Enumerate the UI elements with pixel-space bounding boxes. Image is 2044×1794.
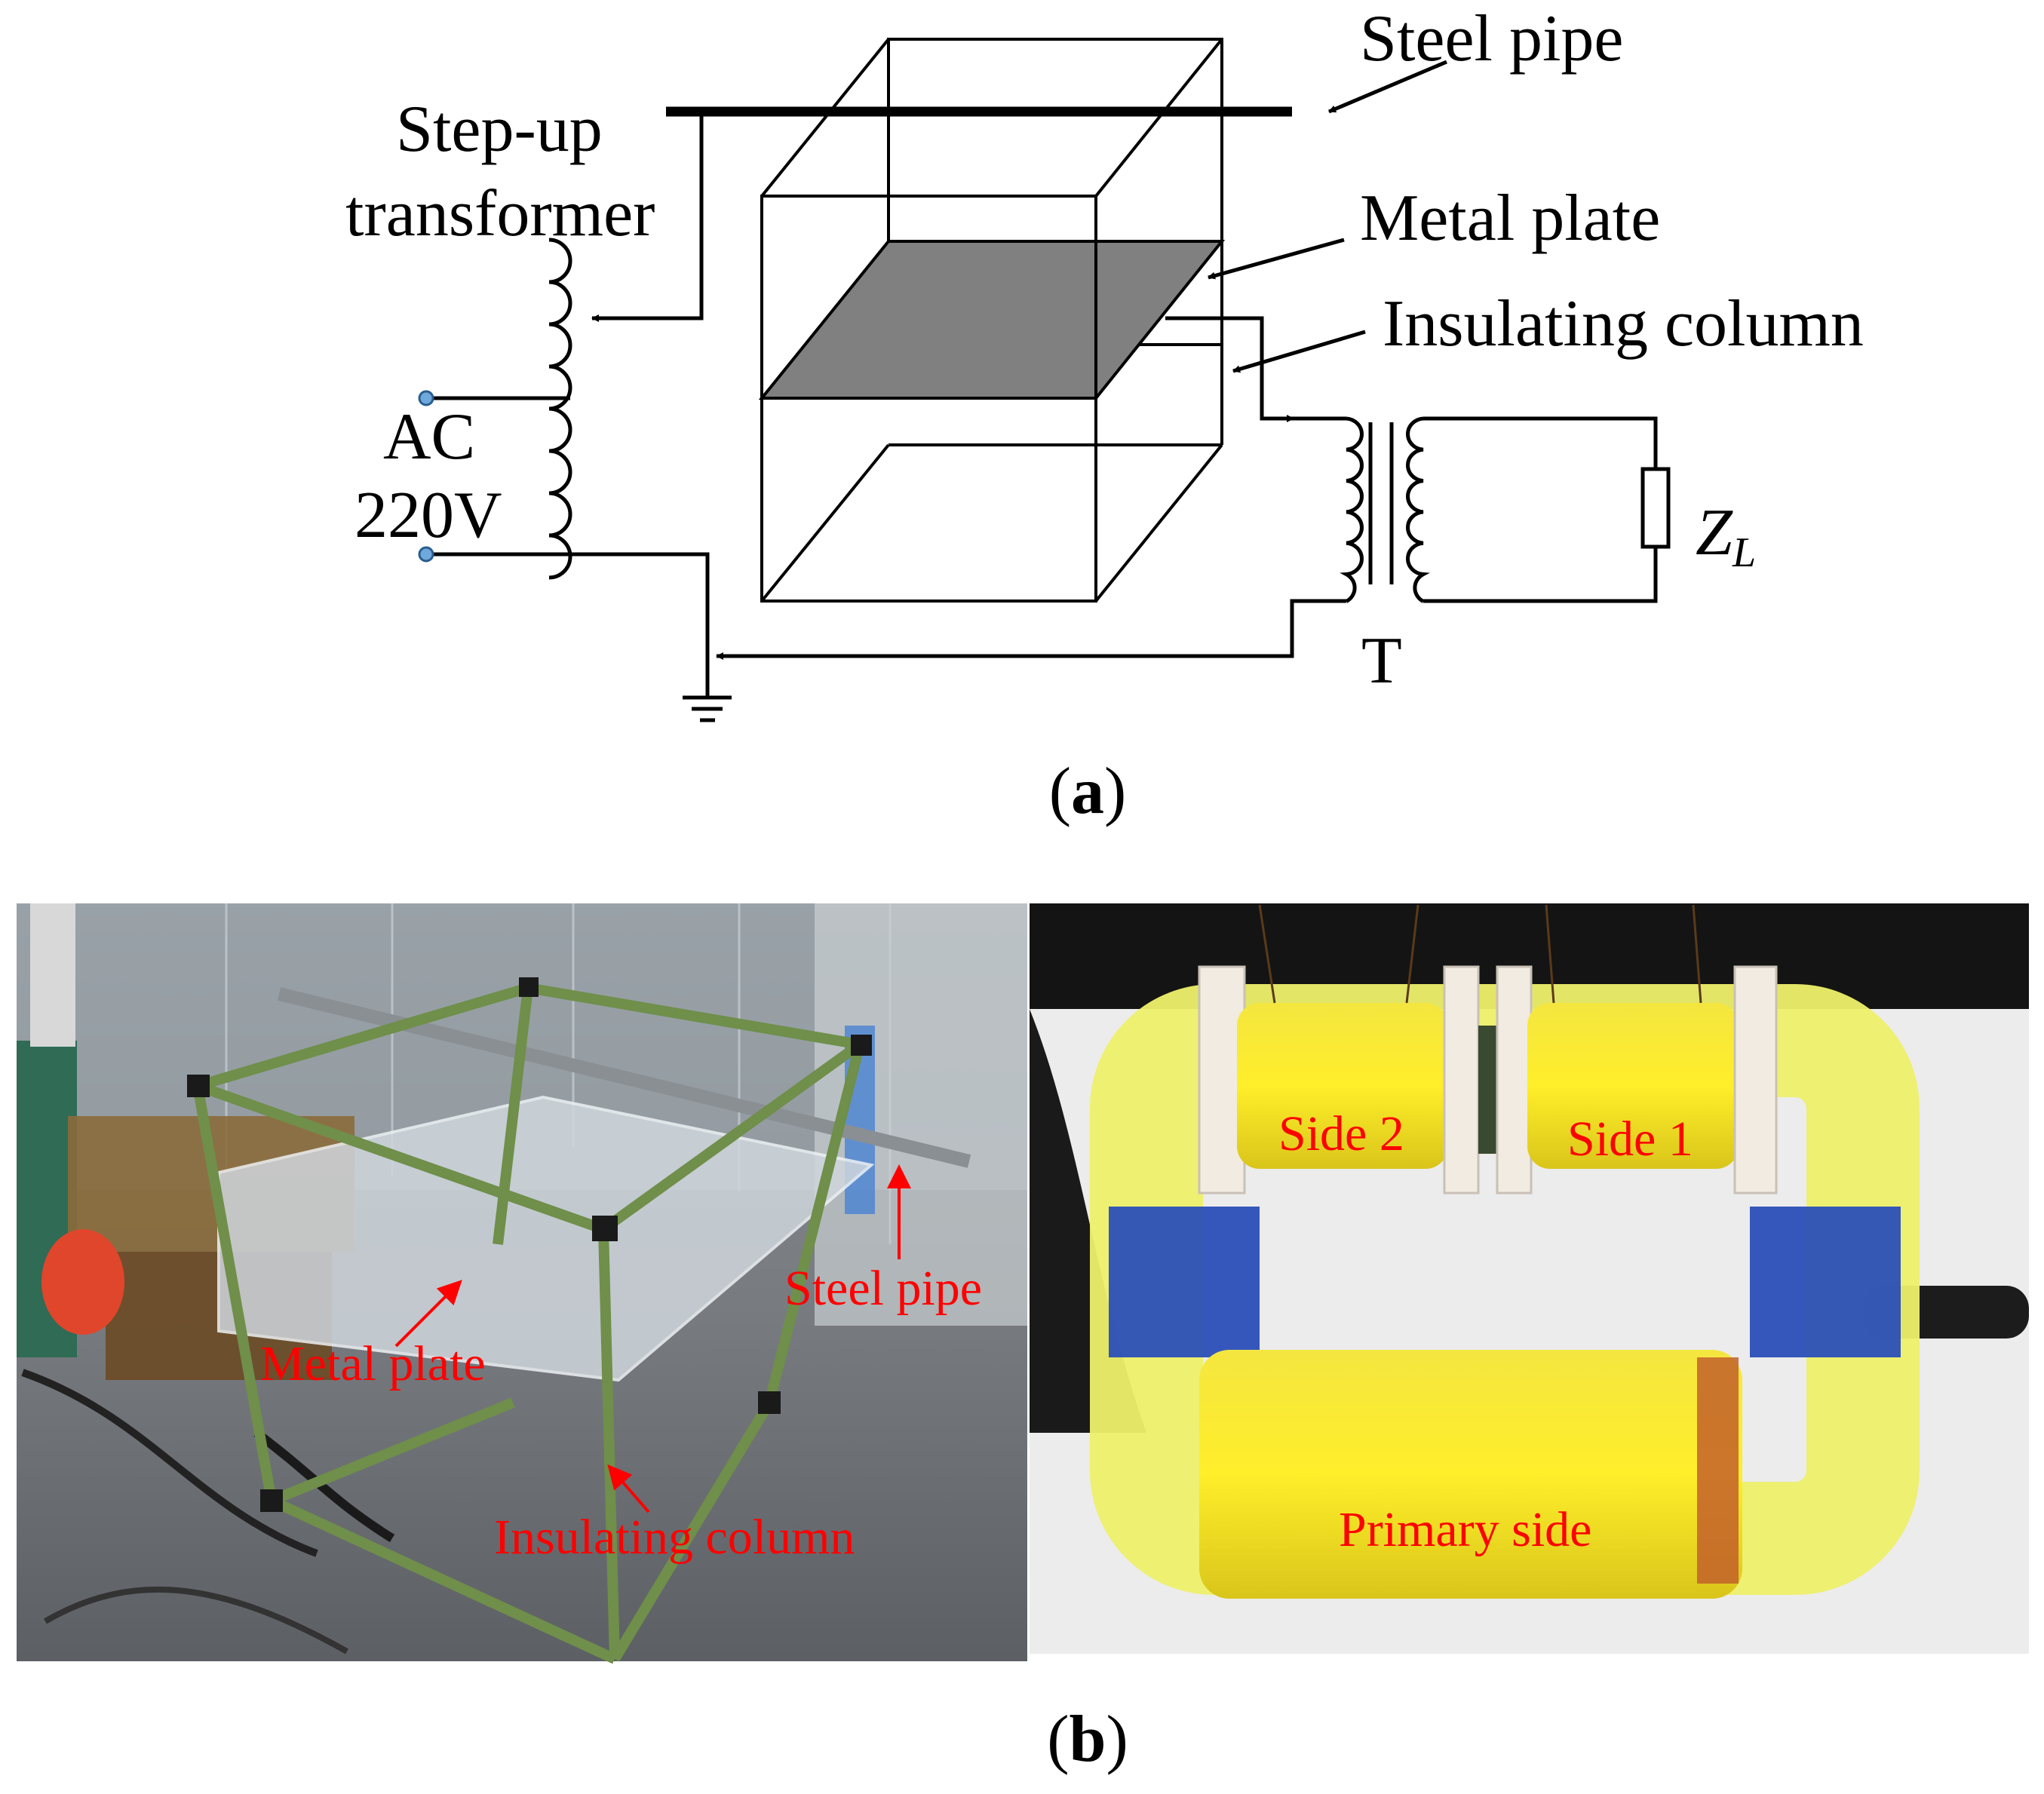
cube-edge-tr [1094, 38, 1223, 198]
t-secondary-coil [1406, 416, 1430, 603]
coil-to-ground-wire [549, 552, 710, 698]
load-bottom-wire [1423, 547, 1658, 603]
pipe-to-tap-wire [591, 112, 704, 322]
ac-terminal-upper [418, 390, 434, 406]
plate-to-t-wire [1165, 316, 1294, 422]
photo-metal-plate-label: Metal plate [260, 1336, 486, 1391]
photo-primary-label: Primary side [1339, 1502, 1591, 1557]
photo-insulating-column-arrow [607, 1464, 650, 1513]
steel-pipe-arrow [1328, 60, 1447, 114]
cube-edge-br [1094, 443, 1223, 603]
insulating-column-label: Insulating column [1383, 287, 1864, 360]
photo-steel-pipe [277, 987, 971, 1168]
cube-front-face [760, 195, 1097, 603]
schematic-diagram: Steel pipe Metal plate Insulating column [345, 2, 1864, 828]
load-resistor [1640, 467, 1671, 549]
t-return-wire [716, 599, 1346, 660]
photo-side2-label: Side 2 [1278, 1106, 1404, 1161]
ac-label: AC [383, 400, 475, 474]
t-label: T [1361, 624, 1402, 698]
ac-terminal-lower [418, 546, 434, 563]
caption-a: (a) [1049, 755, 1127, 828]
metal-plate [758, 240, 1226, 400]
ground-symbol [683, 695, 732, 722]
t-primary-coil [1340, 416, 1364, 603]
photo-insulating-column-label: Insulating column [494, 1510, 855, 1565]
ac-voltage-label: 220V [354, 479, 502, 552]
steel-pipe-label: Steel pipe [1360, 2, 1623, 75]
photo-side1-label: Side 1 [1567, 1112, 1693, 1167]
load-top-wire [1423, 416, 1658, 469]
photo-transformer: Side 2 Side 1 Primary side [1030, 903, 2029, 1654]
photo-metal-plate-arrow [394, 1280, 462, 1348]
transformer-t: T [1340, 416, 1430, 698]
cube-edge-tl [760, 38, 890, 198]
photo-insulating-frame [192, 983, 865, 1664]
step-up-coil [548, 238, 572, 580]
photo-lab-setup: Metal plate Steel pipe Insulating column [17, 903, 1027, 1664]
photo-steel-pipe-label: Steel pipe [784, 1261, 982, 1316]
insulating-column-arrow [1232, 330, 1366, 373]
load-label: ZL [1696, 496, 1756, 576]
metal-plate-arrow [1208, 238, 1345, 280]
step-up-label-line1: Step-up [396, 93, 603, 166]
step-up-label-line2: transformer [345, 177, 655, 250]
caption-b: (b) [1047, 1703, 1128, 1776]
metal-plate-label: Metal plate [1360, 182, 1660, 255]
cube-edge-bl [760, 443, 890, 603]
photo-metal-plate [217, 1095, 875, 1382]
